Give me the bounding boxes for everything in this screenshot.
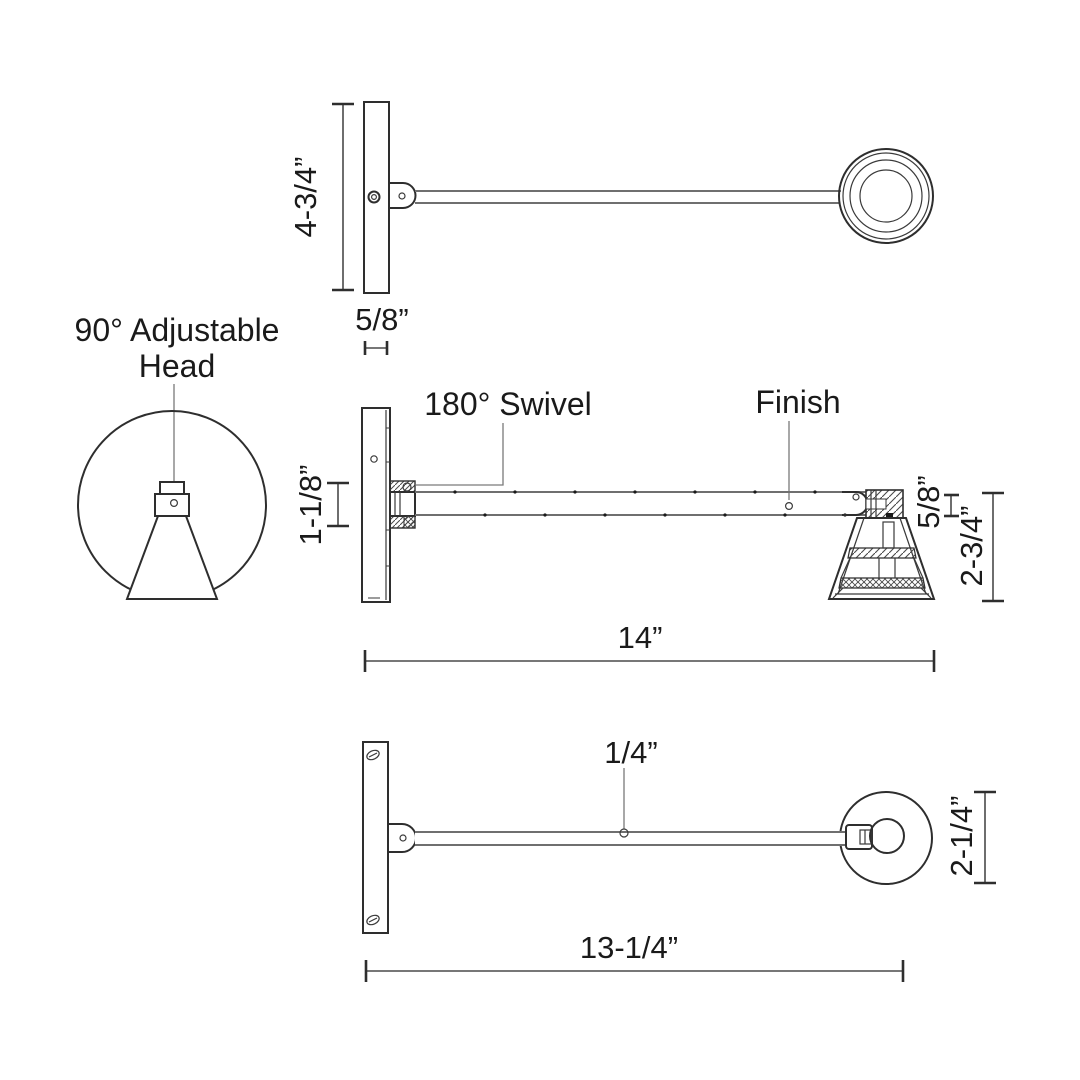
dim-overall-length: 14” [363,620,936,672]
detail-head-cap [159,481,185,495]
adjustable-head-label-line2: Head [139,348,216,384]
detail-head-cone [125,515,219,600]
side-plate-hole [370,455,378,463]
bottom-head-bracket [845,824,873,850]
finish-label: Finish [755,384,840,420]
side-arm-end-screw [852,493,860,501]
dim-backplate-height: 4-3/4” [288,102,354,292]
swivel-leader [416,423,504,486]
dim-arm-height: 1-1/8” [293,465,349,546]
finish-indicator-hole [784,502,793,511]
adjustable-head-detail: 90° Adjustable Head [75,312,280,600]
dim-arm-projection: 13-1/4” [364,930,905,982]
top-swivel-bracket [388,182,417,209]
dim-backplate-width-label: 5/8” [355,302,408,337]
side-swivel-joint [389,480,416,529]
dim-arm-height-label: 1-1/8” [293,465,328,546]
side-head [827,489,936,600]
dim-head-top-depth: 5/8” [911,475,959,529]
side-arm-rivets [453,490,847,517]
dim-head-top-depth-label: 5/8” [911,475,946,528]
dim-arm-thickness-label: 1/4” [604,735,657,770]
side-arm-end-cap [842,491,869,516]
bottom-arm [415,828,867,846]
top-plate-screw-inner [371,194,378,201]
adjustable-head-label-line1: 90° Adjustable [75,312,280,348]
side-view: 180° Swivel Finish 1-1/8” [293,384,1004,672]
bottom-plate-screws [366,749,380,926]
dim-backplate-width: 5/8” [355,302,409,355]
dim-head-height: 2-3/4” [954,491,1004,603]
top-plate-screw-outer [367,190,381,204]
swivel-label: 180° Swivel [424,386,592,422]
side-plate-notches [368,427,390,599]
arm-thickness-indicator [619,828,629,838]
bottom-swivel-bracket [387,823,417,853]
dim-backplate-height-label: 4-3/4” [288,157,323,238]
bottom-view: 1/4” 2-1/4” 13-1/4” [362,735,996,982]
side-backplate [361,407,391,603]
top-swivel-screw [398,192,406,200]
dim-head-width: 2-1/4” [944,790,996,885]
bottom-backplate [362,741,389,934]
top-view: 4-3/4” 5/8” [288,101,934,355]
dim-overall-length-label: 14” [618,620,663,655]
top-head [838,148,934,244]
dim-arm-projection-label: 13-1/4” [580,930,678,965]
dim-head-width-label: 2-1/4” [944,796,979,877]
bottom-head-knob [869,818,905,854]
bottom-swivel-screw [399,834,407,842]
dim-arm-thickness: 1/4” [604,735,658,829]
side-arm [415,490,869,517]
detail-head-screw [170,499,179,508]
dim-head-height-label: 2-3/4” [954,506,989,587]
